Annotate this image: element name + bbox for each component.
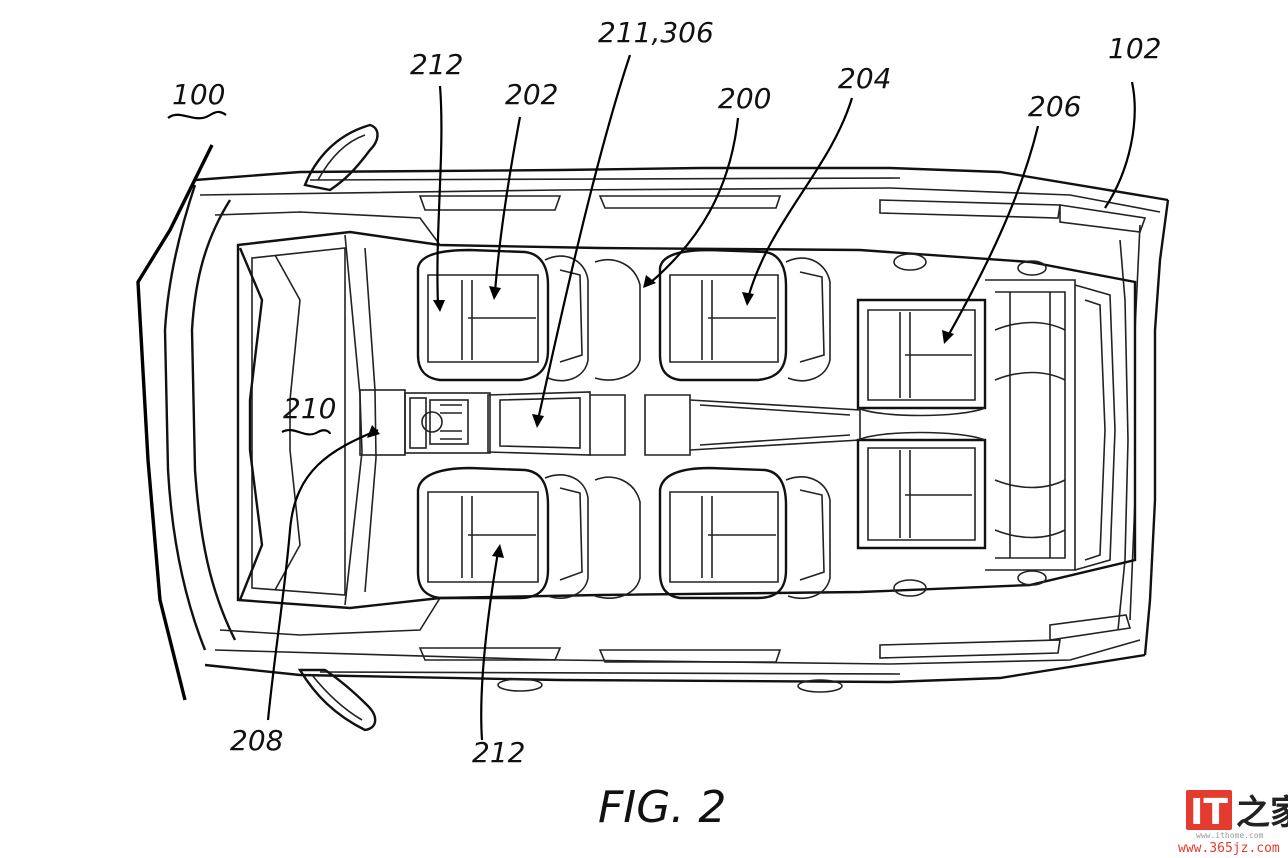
watermark-logo-cn: 之家 [1236, 793, 1288, 833]
dashboard [344, 234, 491, 606]
ref-200: 200 [718, 82, 771, 115]
watermark-logo-text: IT [1190, 792, 1228, 833]
ref-212-top: 212 [410, 48, 463, 81]
wheels [497, 253, 1047, 693]
watermark-url: www.365jz.com [1178, 841, 1280, 856]
center-console [487, 391, 861, 456]
watermark-logo: IT 之家 www.ithome.com www.365jz.com [1178, 790, 1288, 856]
front-seat-top [416, 248, 589, 382]
watermark-url-small: www.ithome.com [1196, 831, 1264, 840]
front-seat-bottom [416, 466, 589, 600]
leader-lines [167, 54, 1136, 741]
middle-seat-top [594, 248, 831, 382]
ref-100: 100 [172, 78, 225, 111]
rear-bench-seat [856, 279, 1116, 571]
ref-212-bottom: 212 [472, 736, 525, 769]
ref-210: 210 [283, 392, 336, 425]
side-mirrors [297, 123, 379, 732]
middle-seat-bottom [594, 466, 831, 600]
figure-caption: FIG. 2 [598, 782, 726, 833]
ref-102: 102 [1108, 32, 1161, 65]
ref-204: 204 [838, 62, 891, 95]
ref-208: 208 [230, 724, 283, 757]
ref-202: 202 [505, 78, 558, 111]
ref-211-306: 211,306 [598, 16, 714, 49]
reference-numerals: 100 102 212 202 211,306 200 204 206 210 … [172, 16, 1161, 769]
ref-206: 206 [1028, 90, 1081, 123]
cabin-outline [214, 211, 1137, 636]
